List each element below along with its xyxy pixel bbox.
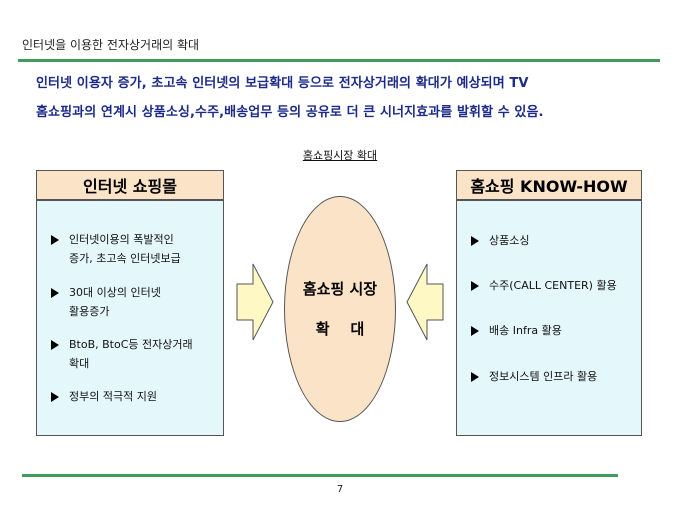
list-item-text: 정부의 적극적 지원 (69, 390, 157, 403)
left-panel-header: 인터넷 쇼핑몰 (36, 170, 224, 200)
triangle-right-icon (51, 288, 59, 298)
list-item: 인터넷이용의 폭발적인 증가, 초고속 인터넷보급 (51, 230, 181, 268)
bottom-divider (22, 474, 618, 477)
oval-line-1: 홈쇼핑 시장 (302, 280, 378, 298)
list-item: 정부의 적극적 지원 (51, 387, 157, 406)
list-item-text: 정보시스템 인프라 활용 (489, 370, 598, 383)
right-panel-body: 상품소싱 수주(CALL CENTER) 활용 배송 Infra 활용 정보시스… (456, 200, 642, 436)
diagram-caption: 홈쇼핑시장 확대 (302, 149, 378, 162)
list-item: 배송 Infra 활용 (471, 321, 562, 340)
arrow-left-icon (406, 263, 444, 341)
triangle-right-icon (471, 372, 479, 382)
summary-line-2: 홈쇼핑과의 연계시 상품소싱,수주,배송업무 등의 공유로 더 큰 시너지효과를… (36, 105, 544, 120)
slide-title: 인터넷을 이용한 전자상거래의 확대 (22, 38, 200, 52)
list-item-text: 상품소싱 (489, 234, 530, 247)
oval-line-2: 확 대 (315, 320, 365, 338)
list-item-text: BtoB, BtoC등 전자상거래 확대 (69, 338, 193, 370)
left-panel-body: 인터넷이용의 폭발적인 증가, 초고속 인터넷보급 30대 이상의 인터넷 활용… (36, 200, 224, 436)
right-panel-header: 홈쇼핑 KNOW-HOW (456, 170, 642, 200)
market-expansion-oval: 홈쇼핑 시장 확 대 (284, 196, 396, 422)
list-item: 상품소싱 (471, 231, 529, 250)
triangle-right-icon (51, 340, 59, 350)
top-divider (18, 59, 660, 62)
list-item: 정보시스템 인프라 활용 (471, 367, 597, 386)
summary-line-1: 인터넷 이용자 증가, 초고속 인터넷의 보급확대 등으로 전자상거래의 확대가… (36, 76, 529, 91)
list-item-text: 수주(CALL CENTER) 활용 (489, 279, 617, 292)
triangle-right-icon (471, 236, 479, 246)
page-number: 7 (336, 484, 344, 495)
arrow-right-icon (236, 263, 274, 341)
triangle-right-icon (51, 235, 59, 245)
list-item: 30대 이상의 인터넷 활용증가 (51, 283, 161, 321)
triangle-right-icon (471, 281, 479, 291)
summary-text: 인터넷 이용자 증가, 초고속 인터넷의 보급확대 등으로 전자상거래의 확대가… (36, 69, 666, 127)
triangle-right-icon (471, 326, 479, 336)
list-item-text: 배송 Infra 활용 (489, 324, 562, 337)
list-item: BtoB, BtoC등 전자상거래 확대 (51, 335, 193, 373)
triangle-right-icon (51, 392, 59, 402)
list-item-text: 인터넷이용의 폭발적인 증가, 초고속 인터넷보급 (69, 233, 181, 265)
list-item: 수주(CALL CENTER) 활용 (471, 276, 617, 295)
list-item-text: 30대 이상의 인터넷 활용증가 (69, 286, 161, 318)
